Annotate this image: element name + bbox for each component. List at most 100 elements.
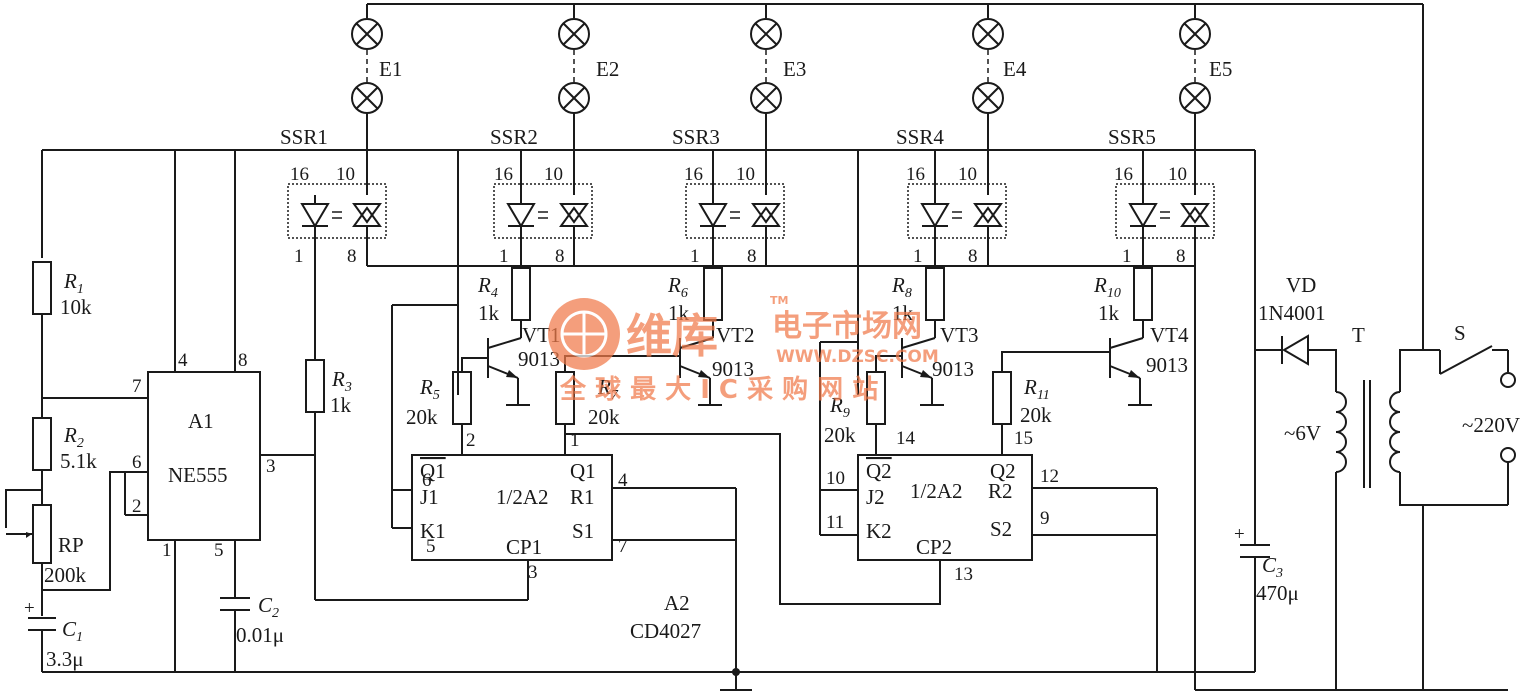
lamp-icon <box>972 82 1004 114</box>
lamp-column-5: E5 <box>1179 4 1232 114</box>
j2-label: J2 <box>866 485 885 509</box>
k2-label: K2 <box>866 519 892 543</box>
pin-16: 16 <box>290 164 309 185</box>
c1-name: C1 <box>62 617 83 645</box>
r1-label: R1 <box>570 485 595 509</box>
r11-name: R11 <box>1023 375 1050 403</box>
r2-label: R2 <box>988 479 1013 503</box>
lamp-icon <box>1179 18 1211 50</box>
vt4-name: VT4 <box>1150 323 1189 347</box>
q2-label: Q2 <box>990 459 1016 483</box>
lamp-column-1: E1 <box>351 4 402 114</box>
r10-name: R10 <box>1093 273 1121 301</box>
brand-cn: 维库 <box>626 309 718 363</box>
pin-8: 8 <box>1176 246 1186 267</box>
pin-10: 10 <box>1168 164 1187 185</box>
pin-8: 8 <box>347 246 357 267</box>
a2-name: A2 <box>664 591 690 615</box>
c1-capacitor: + C1 3.3μ <box>24 598 84 672</box>
svg-text:+: + <box>1234 524 1245 545</box>
rp-name: RP <box>58 533 84 557</box>
r1-name: R1 <box>63 269 84 297</box>
lamp-column-3: E3 <box>750 4 806 114</box>
lamp-column-2: E2 <box>558 4 619 114</box>
r1-resistor: R1 10k <box>32 261 92 418</box>
r3-value: 1k <box>330 393 352 417</box>
r8-value: 1k <box>892 301 914 325</box>
svg-text:7: 7 <box>618 536 628 557</box>
vd-part: 1N4001 <box>1258 301 1326 325</box>
a2-half1: Q1 Q1 J1 1/2A2 R1 K1 S1 CP1 2 1 6 5 4 7 … <box>411 430 752 691</box>
svg-text:9: 9 <box>1040 508 1050 529</box>
c2-value: 0.01μ <box>236 623 284 647</box>
cp1-label: CP1 <box>506 535 542 559</box>
svg-text:6: 6 <box>422 470 432 491</box>
vt1-stage: R4 1k R5 20k VT1 9013 <box>406 267 561 455</box>
ssr-module-4: SSR4 16 10 1 8 <box>896 125 1007 268</box>
mains-switch: S <box>1423 321 1516 388</box>
lamp-icon <box>558 18 590 50</box>
s1-label: S1 <box>572 519 594 543</box>
r10-value: 1k <box>1098 301 1120 325</box>
svg-text:2: 2 <box>132 496 142 517</box>
top-rail <box>367 3 1424 350</box>
c1-value: 3.3μ <box>46 647 84 671</box>
ssr-module-1: SSR1 16 10 1 8 <box>280 125 387 267</box>
pin-1: 1 <box>499 246 509 267</box>
ssr-label: SSR3 <box>672 125 720 149</box>
ground-rail <box>42 590 1256 673</box>
vt3-stage: R8 1k R9 20k VT3 9013 <box>824 267 979 455</box>
c2-capacitor: C2 0.01μ <box>220 593 284 672</box>
cp2-label: CP2 <box>916 535 952 559</box>
lamp-icon <box>750 18 782 50</box>
half1-label: 1/2A2 <box>496 485 549 509</box>
svg-text:1: 1 <box>162 540 172 561</box>
lamp-label: E4 <box>1003 57 1027 81</box>
half2-label: 1/2A2 <box>910 479 963 503</box>
pin-16: 16 <box>906 164 925 185</box>
svg-text:3: 3 <box>266 456 276 477</box>
r2-value: 5.1k <box>60 449 97 473</box>
r9-value: 20k <box>824 423 856 447</box>
brand-slogan: 全 球 最 大 I C 采 购 网 站 <box>559 374 878 405</box>
a1-part: NE555 <box>168 463 228 487</box>
r8-name: R8 <box>891 273 912 301</box>
lamp-label: E2 <box>596 57 619 81</box>
ssr-module-2: SSR2 16 10 1 8 <box>490 125 593 268</box>
pin-16: 16 <box>684 164 703 185</box>
c3-name: C3 <box>1262 553 1283 581</box>
lamp-icon <box>972 18 1004 50</box>
dzsc-logo-icon <box>548 298 620 370</box>
lamp-icon <box>750 82 782 114</box>
r3-name: R3 <box>331 367 352 395</box>
q1bar-label: Q1 <box>420 459 446 483</box>
lamp-icon <box>558 82 590 114</box>
mains-terminal: ~220V <box>1423 413 1520 506</box>
switch-name: S <box>1454 321 1466 345</box>
a2-part: CD4027 <box>630 619 701 643</box>
svg-text:11: 11 <box>826 512 844 533</box>
vd-diode: VD 1N4001 <box>1255 273 1337 392</box>
a1-name: A1 <box>188 409 214 433</box>
c2-name: C2 <box>258 593 279 621</box>
svg-text:7: 7 <box>132 376 142 397</box>
vcc-rail <box>41 149 1256 545</box>
wire-pin6 <box>42 471 148 591</box>
rp-value: 200k <box>44 563 87 587</box>
svg-text:3: 3 <box>528 562 538 583</box>
svg-text:10: 10 <box>826 468 845 489</box>
brand-tm: TM <box>770 294 788 307</box>
vt2-type: 9013 <box>712 357 754 381</box>
pin-10: 10 <box>336 164 355 185</box>
brand-url: WWW.DZSC.COM <box>776 347 939 367</box>
j1-label: J1 <box>420 485 439 509</box>
pin-8: 8 <box>968 246 978 267</box>
mains-voltage: ~220V <box>1462 413 1520 437</box>
transformer: T ~6V <box>1284 323 1423 672</box>
svg-text:12: 12 <box>1040 466 1059 487</box>
svg-text:5: 5 <box>426 536 436 557</box>
svg-text:13: 13 <box>954 564 973 585</box>
r4-value: 1k <box>478 301 500 325</box>
r6-value: 1k <box>668 301 690 325</box>
r5-value: 20k <box>406 405 438 429</box>
